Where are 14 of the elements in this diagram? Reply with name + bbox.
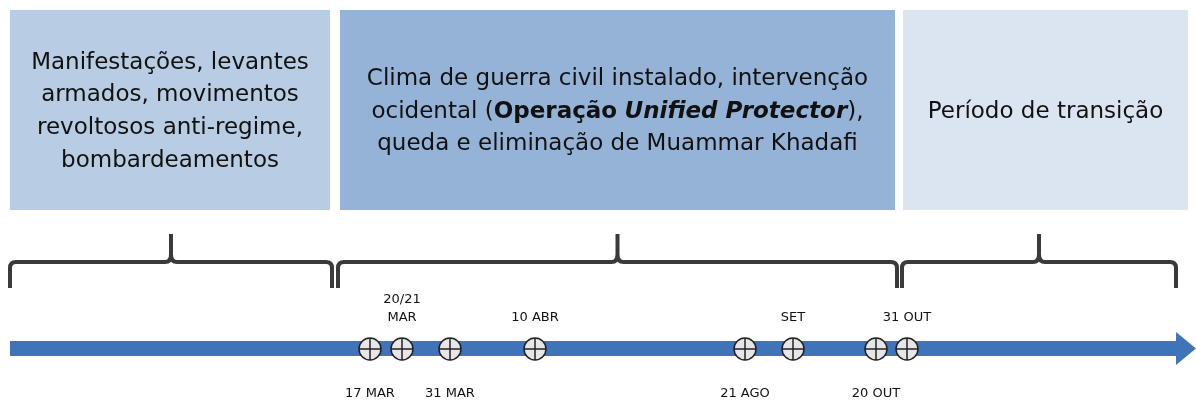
date-label: 21 AGO bbox=[719, 384, 771, 402]
date-label: 31 OUT bbox=[881, 308, 933, 326]
date-label: 20 OUT bbox=[850, 384, 902, 402]
period-description: Período de transição bbox=[927, 95, 1164, 125]
period-box bbox=[340, 10, 895, 210]
date-label: 10 ABR bbox=[510, 308, 560, 326]
date-label: 20/21 MAR bbox=[382, 290, 422, 326]
date-label: 17 MAR bbox=[344, 384, 396, 402]
period-description: Clima de guerra civil instalado, intervenção ocidental (Operação Unified Protector), queda e eliminação de Muammar Khadafi bbox=[365, 63, 870, 158]
period-description: Manifestações, levantes armados, movimentos revoltosos anti-regime, bombardeamentos bbox=[30, 46, 310, 174]
date-label: 31 MAR bbox=[424, 384, 476, 402]
period-box bbox=[903, 10, 1188, 210]
period-box bbox=[10, 10, 330, 210]
date-label: SET bbox=[779, 308, 807, 326]
